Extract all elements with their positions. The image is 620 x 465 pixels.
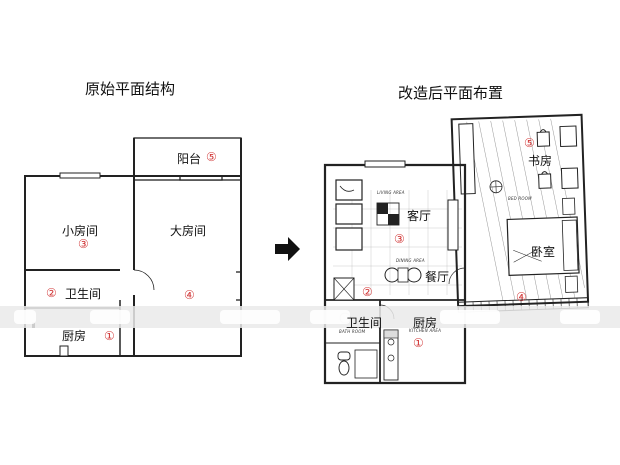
kitchen-area-tag: KITCHEN AREA [409, 328, 442, 333]
watermark-marks [14, 310, 600, 324]
original-small-room-num: ③ [78, 237, 89, 251]
living-num: ③ [394, 232, 405, 246]
bedroom-study-wing [450, 113, 590, 313]
study-num: ⑤ [524, 136, 535, 150]
original-balcony-label: 阳台 [177, 152, 202, 166]
original-kitchen-label: 厨房 [62, 329, 87, 343]
bedroom-label: 卧室 [531, 245, 556, 259]
kitchen-label: 厨房 [413, 316, 438, 330]
original-kitchen-num: ① [104, 329, 115, 343]
original-large-room-label: 大房间 [170, 224, 207, 238]
dining-area-tag: DINING AREA [396, 258, 425, 263]
living-label: 客厅 [407, 209, 432, 223]
bathroom-num: ② [362, 285, 373, 299]
study-label: 书房 [528, 154, 553, 168]
living-area-tag: LIVING AREA [377, 190, 405, 195]
arrow-right-icon [275, 237, 300, 261]
original-bathroom-num: ② [46, 286, 57, 300]
original-large-room-num: ④ [184, 288, 195, 302]
original-bathroom-label: 卫生间 [65, 287, 102, 301]
renovated-plan [323, 113, 590, 385]
original-balcony-num: ⑤ [206, 150, 217, 164]
kitchen-num: ① [413, 336, 424, 350]
bedroom-num: ④ [516, 290, 527, 304]
original-small-room-label: 小房间 [62, 224, 99, 238]
bathroom-label: 卫生间 [346, 316, 383, 330]
original-plan-title: 原始平面结构 [85, 80, 176, 98]
bath-room-tag: BATH ROOM [339, 329, 366, 334]
dining-label: 餐厅 [425, 270, 450, 284]
renovated-plan-title: 改造后平面布置 [398, 84, 504, 102]
bedroom-tag: BED ROOM [508, 196, 532, 201]
